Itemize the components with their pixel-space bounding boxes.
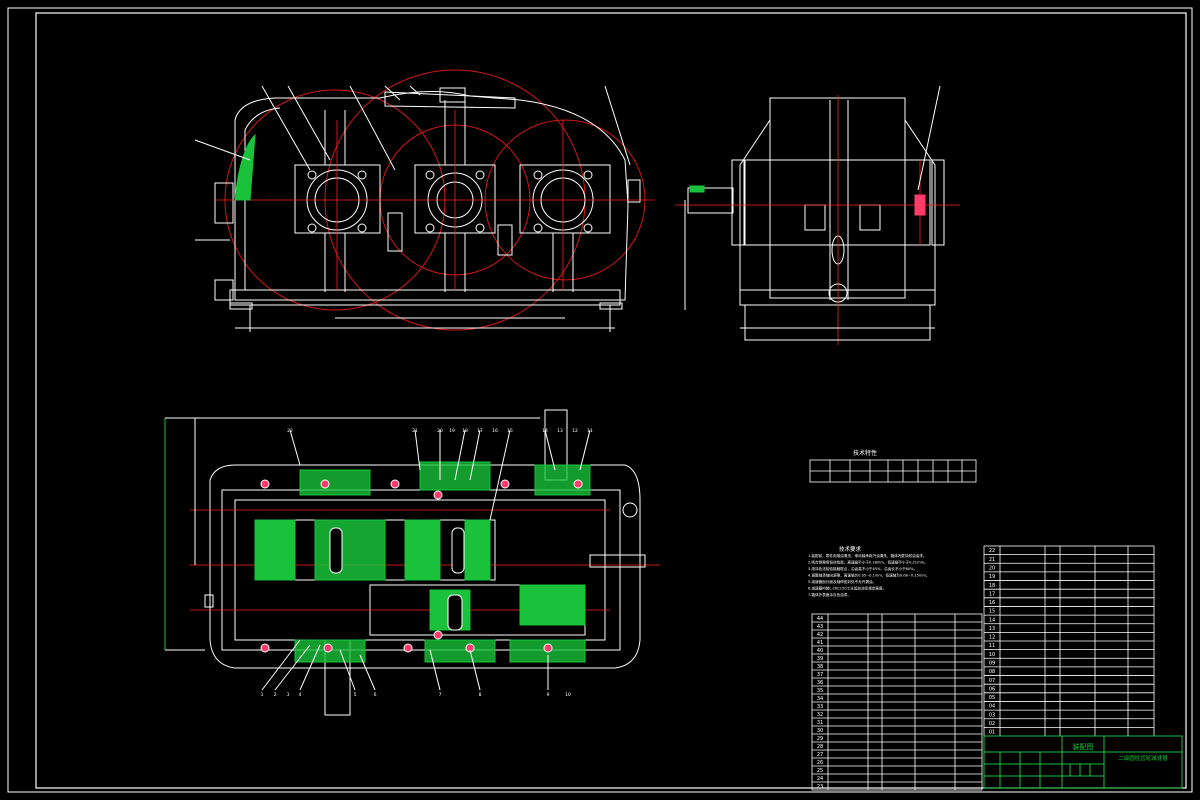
note-line: 7.箱体外表面涂灰色油漆。 — [808, 592, 851, 597]
parts-row-number: 08 — [989, 669, 995, 675]
parts-row-number: 44 — [817, 616, 823, 622]
parts-row-number: 31 — [817, 720, 823, 726]
callout-number: 11 — [587, 428, 593, 434]
callout-number: 13 — [557, 428, 563, 434]
callout-number: 1 — [261, 692, 264, 698]
parts-row-number: 40 — [817, 648, 823, 654]
note-line: 6.减速器内装L-CKC150工业齿轮油至规定高度。 — [808, 586, 886, 591]
parts-row-number: 09 — [989, 660, 995, 666]
callout-number: 7 — [439, 692, 442, 698]
parts-row-number: 36 — [817, 680, 823, 686]
parts-row-number: 33 — [817, 704, 823, 710]
front-view — [194, 69, 655, 332]
callout-number: 12 — [572, 428, 578, 434]
parts-row-number: 07 — [989, 678, 995, 684]
note-line: 3.用涂色法检验接触斑点，沿齿高不小于45%，沿齿长不小于60%。 — [808, 566, 917, 571]
note-line: 1.装配前，零件用煤油清洗，滚动轴承用汽油清洗，箱体内壁涂耐油油漆。 — [808, 553, 926, 558]
parts-row-number: 16 — [989, 600, 995, 606]
parts-row-number: 26 — [817, 760, 823, 766]
note-line: 4.调整轴承轴向游隙，高速轴为0.05~0.1mm，低速轴为0.08~0.15m… — [808, 573, 929, 578]
parts-row-number: 14 — [989, 617, 995, 623]
parts-row-number: 17 — [989, 591, 995, 597]
parts-row-number: 34 — [817, 696, 823, 702]
parts-row-number: 42 — [817, 632, 823, 638]
parts-row-number: 38 — [817, 664, 823, 670]
note-line: 2.啮合侧隙用铅丝检验，高速级不小于0.18mm，低速级不小于0.21mm。 — [808, 560, 928, 565]
parts-row-number: 32 — [817, 712, 823, 718]
parts-row-number: 05 — [989, 695, 995, 701]
parts-row-number: 20 — [989, 565, 995, 571]
title-block — [983, 735, 1183, 789]
parts-row-number: 27 — [817, 752, 823, 758]
callout-number: 18 — [462, 428, 468, 434]
callouts-section-bottom: 1 2 3 4 5 6 7 8 9 10 — [261, 692, 571, 698]
parts-row-number: 12 — [989, 635, 995, 641]
parts-row-number: 01 — [989, 730, 995, 736]
parts-row-number: 11 — [989, 643, 995, 649]
parts-row-number: 37 — [817, 672, 823, 678]
parts-row-number: 43 — [817, 624, 823, 630]
callout-number: 4 — [299, 692, 302, 698]
section-view — [164, 409, 660, 716]
parts-row-number: 24 — [817, 776, 823, 782]
callout-number: 2 — [274, 692, 277, 698]
callout-number: 9 — [547, 692, 550, 698]
parts-row-number: 06 — [989, 686, 995, 692]
callout-number: 22 — [287, 428, 293, 434]
tech-table — [809, 459, 977, 483]
housing-outline — [234, 91, 629, 301]
callout-number: 6 — [374, 692, 377, 698]
notes-list: 1.装配前，零件用煤油清洗，滚动轴承用汽油清洗，箱体内壁涂耐油油漆。 2.啮合侧隙… — [808, 553, 929, 597]
parts-row-number: 28 — [817, 744, 823, 750]
parts-row-number: 13 — [989, 626, 995, 632]
title-block-name: 装配图 — [1073, 742, 1094, 751]
callout-number: 21 — [412, 428, 418, 434]
callout-number: 17 — [477, 428, 483, 434]
parts-row-number: 35 — [817, 688, 823, 694]
side-view — [675, 85, 960, 345]
parts-row-number: 21 — [989, 557, 995, 563]
parts-list-left-numbers: 44 43 42 41 40 39 38 37 36 35 34 33 32 31 30 29 28 27 26 25… — [817, 616, 823, 790]
parts-row-number: 23 — [817, 784, 823, 790]
sheet-border — [7, 7, 1193, 793]
parts-row-number: 15 — [989, 609, 995, 615]
parts-row-number: 10 — [989, 652, 995, 658]
parts-row-number: 19 — [989, 574, 995, 580]
parts-list-right-numbers: 22 21 20 19 18 17 16 15 14 13 12 11 10 09 08 07 06 05 04 03… — [989, 548, 995, 735]
title-block-project: 二级圆柱齿轮减速器 — [1118, 754, 1168, 762]
note-line: 5.减速器剖分面及轴伸密封处不允许漏油。 — [808, 579, 876, 584]
callout-number: 16 — [492, 428, 498, 434]
callout-number: 8 — [479, 692, 482, 698]
callouts-section-top: 22 21 20 19 18 17 16 15 14 13 12 11 — [287, 428, 593, 434]
callout-number: 19 — [449, 428, 455, 434]
drawing-frame — [35, 12, 1187, 789]
parts-row-number: 25 — [817, 768, 823, 774]
callout-number: 5 — [354, 692, 357, 698]
parts-row-number: 03 — [989, 712, 995, 718]
parts-row-number: 41 — [817, 640, 823, 646]
parts-row-number: 02 — [989, 721, 995, 727]
callout-number: 10 — [565, 692, 571, 698]
parts-row-number: 04 — [989, 704, 995, 710]
parts-row-number: 30 — [817, 728, 823, 734]
callout-number: 20 — [437, 428, 443, 434]
parts-row-number: 39 — [817, 656, 823, 662]
parts-row-number: 18 — [989, 583, 995, 589]
callout-number: 3 — [287, 692, 290, 698]
notes-title: 技术要求 — [839, 545, 862, 553]
tech-table-title: 技术特性 — [853, 449, 877, 457]
callout-number: 14 — [542, 428, 548, 434]
parts-row-number: 22 — [989, 548, 995, 554]
parts-list — [811, 545, 1155, 791]
parts-row-number: 29 — [817, 736, 823, 742]
callout-number: 15 — [507, 428, 513, 434]
